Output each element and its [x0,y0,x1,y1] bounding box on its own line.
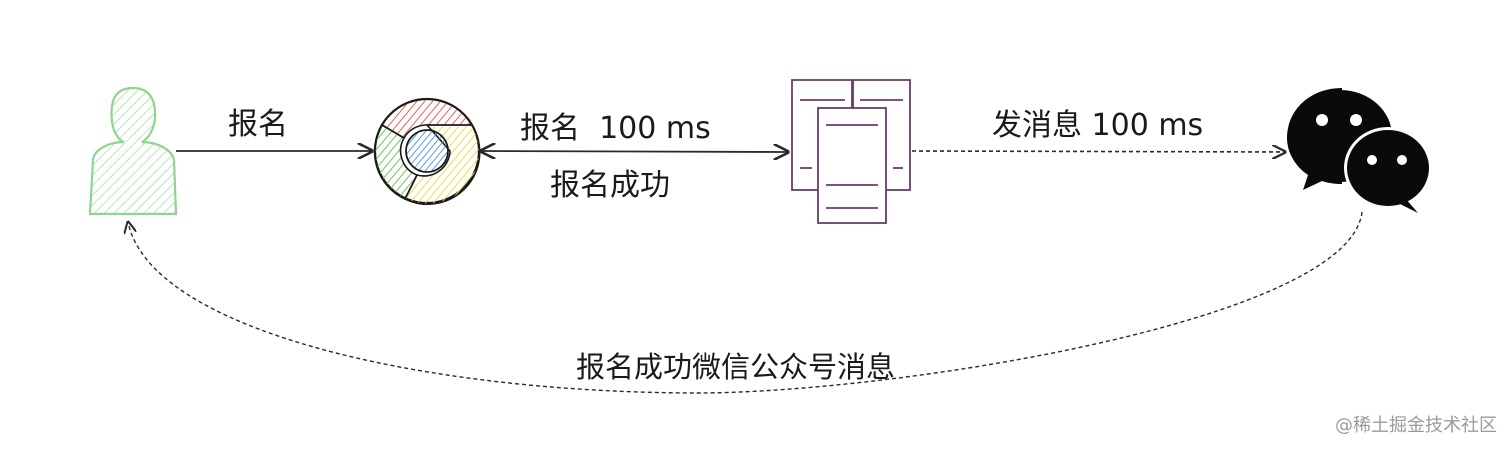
wechat-icon [1287,88,1432,213]
arrow-server-to-wechat [911,151,1285,152]
label-wechat-to-user: 报名成功微信公众号消息 [576,350,895,384]
watermark: @稀土掘金技术社区 [1335,415,1497,436]
user-icon [88,86,178,216]
label-browser-to-server: 报名 100 ms [520,111,711,146]
label-server-to-browser: 报名成功 [550,168,670,203]
server-icon [791,79,911,224]
label-user-to-browser: 报名 [228,107,288,142]
arrow-wechat-to-user [128,211,1363,394]
arrow-browser-server [481,151,788,152]
chrome-icon [373,97,481,206]
label-server-to-wechat: 发消息 100 ms [992,108,1203,143]
